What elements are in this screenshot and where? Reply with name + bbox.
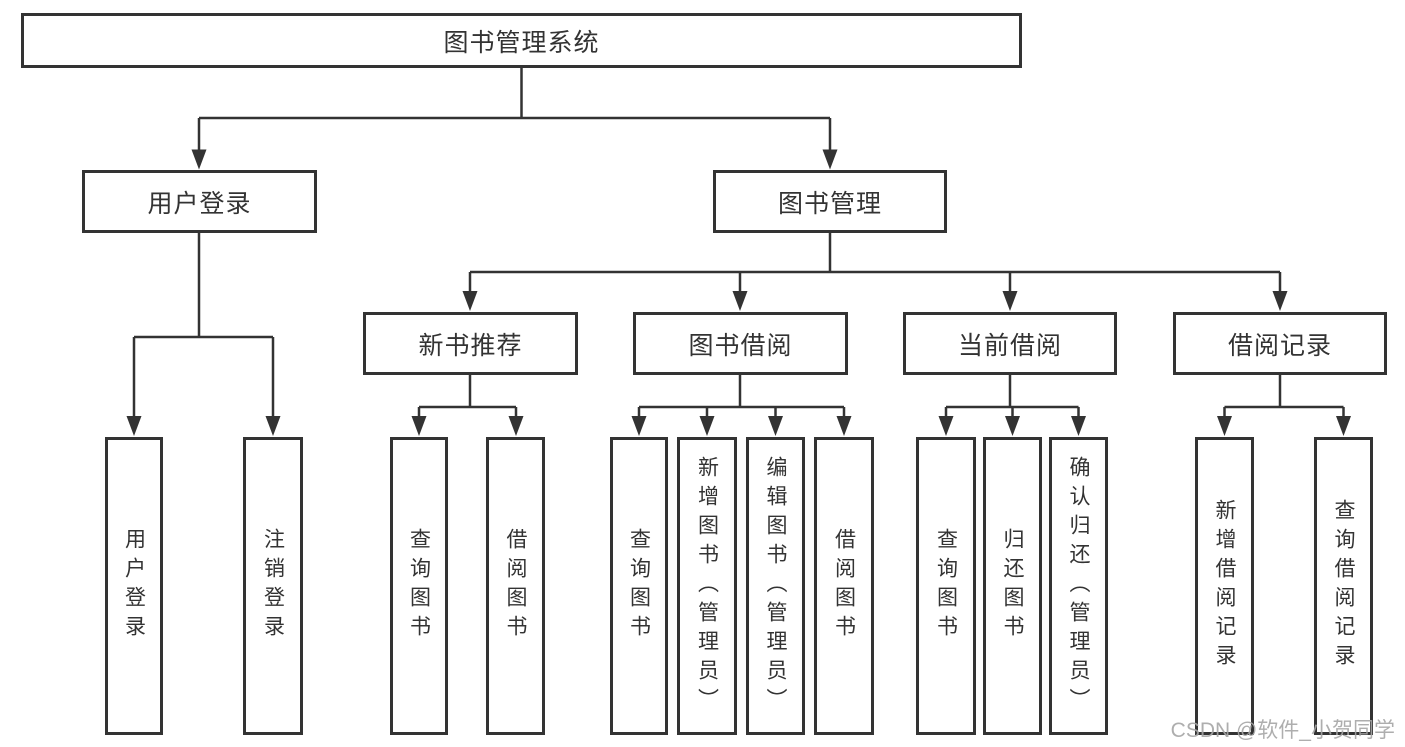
node-label: 新增图书（管理员）	[695, 455, 719, 717]
node-label: 借阅记录	[1227, 331, 1332, 360]
node-label: 编辑图书（管理员）	[764, 455, 787, 717]
arrowhead-icons	[126, 149, 1351, 436]
node-label: 新增借阅记录	[1213, 499, 1236, 673]
node-leaf-query-borrow-record: 查询借阅记录	[1314, 437, 1373, 735]
node-new-book-recommend: 新书推荐	[363, 312, 578, 375]
node-label: 查询图书	[934, 528, 958, 644]
node-label: 借阅图书	[832, 528, 856, 644]
node-label: 用户登录	[122, 528, 146, 644]
node-user-login: 用户登录	[82, 170, 317, 233]
node-leaf-add-borrow-record: 新增借阅记录	[1195, 437, 1254, 735]
node-leaf-user-login: 用户登录	[105, 437, 163, 735]
node-label: 图书管理系统	[443, 28, 600, 57]
node-leaf-query-books-1: 查询图书	[390, 437, 448, 735]
node-leaf-borrow-books-1: 借阅图书	[486, 437, 545, 735]
node-leaf-query-books-2: 查询图书	[610, 437, 668, 735]
node-book-management: 图书管理	[713, 170, 947, 233]
node-label: 用户登录	[147, 189, 252, 218]
node-leaf-query-books-3: 查询图书	[916, 437, 976, 735]
node-borrowing-records: 借阅记录	[1173, 312, 1387, 375]
node-label: 确认归还（管理员）	[1067, 455, 1090, 717]
node-label: 归还图书	[1001, 528, 1024, 644]
node-library-system: 图书管理系统	[21, 13, 1022, 68]
node-label: 图书借阅	[688, 331, 793, 360]
connector-path	[132, 68, 1345, 417]
node-label: 查询借阅记录	[1332, 499, 1355, 673]
node-leaf-logout: 注销登录	[243, 437, 303, 735]
node-label: 查询图书	[407, 528, 431, 644]
node-book-borrowing: 图书借阅	[633, 312, 848, 375]
node-leaf-add-books-admin: 新增图书（管理员）	[677, 437, 737, 735]
node-label: 借阅图书	[504, 528, 527, 644]
node-leaf-confirm-return-admin: 确认归还（管理员）	[1049, 437, 1108, 735]
node-current-borrowing: 当前借阅	[903, 312, 1117, 375]
node-leaf-borrow-books-2: 借阅图书	[814, 437, 874, 735]
node-label: 新书推荐	[418, 331, 523, 360]
node-leaf-return-books: 归还图书	[983, 437, 1042, 735]
node-label: 查询图书	[627, 528, 651, 644]
node-leaf-edit-books-admin: 编辑图书（管理员）	[746, 437, 805, 735]
node-label: 当前借阅	[957, 331, 1062, 360]
node-label: 注销登录	[261, 528, 285, 644]
node-label: 图书管理	[777, 189, 882, 218]
